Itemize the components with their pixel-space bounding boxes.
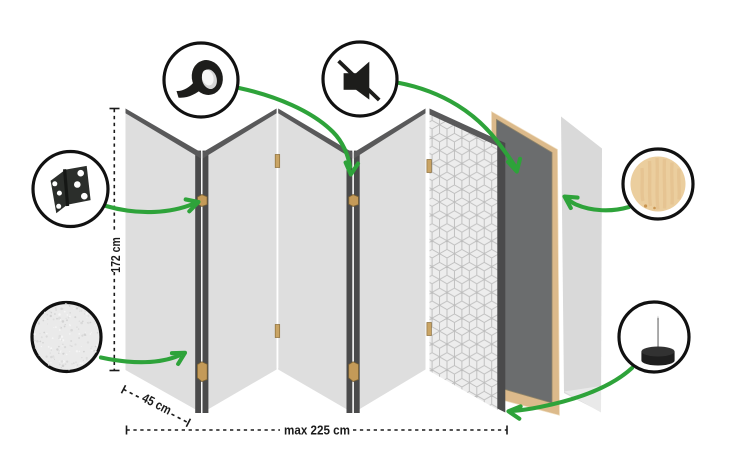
svg-text:max 225 cm: max 225 cm <box>284 423 350 438</box>
svg-text:172 cm: 172 cm <box>108 237 123 273</box>
